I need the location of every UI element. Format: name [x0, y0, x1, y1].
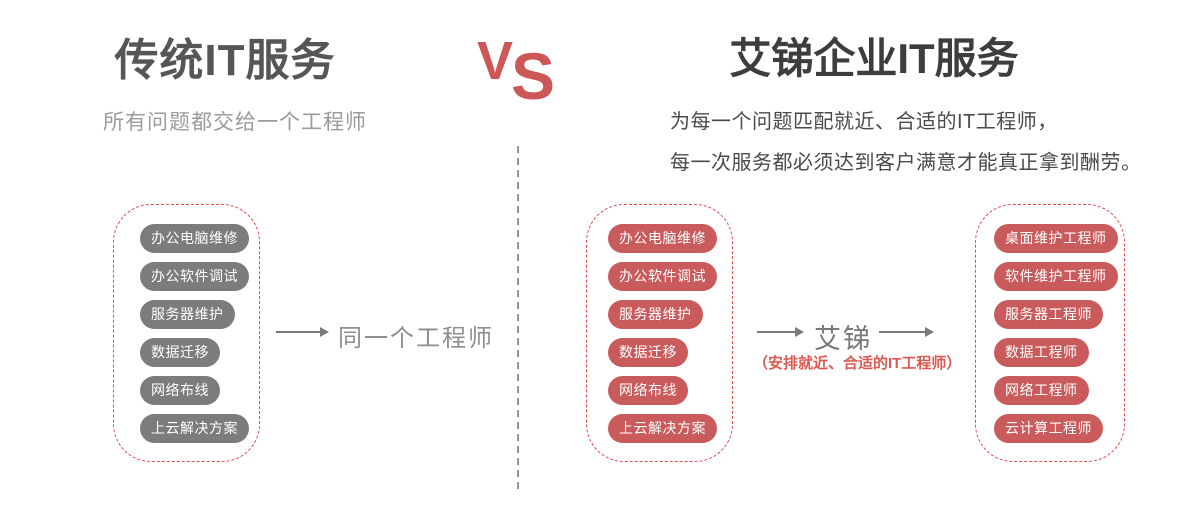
service-pill: 办公软件调试 [140, 262, 249, 291]
service-pill: 办公软件调试 [608, 262, 717, 291]
service-pill: 办公电脑维修 [608, 224, 717, 253]
aiti-services-box: 办公电脑维修 办公软件调试 服务器维护 数据迁移 网络布线 上云解决方案 [586, 204, 733, 462]
engineer-pill: 软件维护工程师 [994, 262, 1118, 291]
engineer-pill: 网络工程师 [994, 376, 1089, 405]
service-pill: 上云解决方案 [608, 414, 717, 443]
service-pill: 办公电脑维修 [140, 224, 249, 253]
broker-note: （安排就近、合适的IT工程师） [753, 355, 962, 372]
engineer-pill: 服务器工程师 [994, 300, 1103, 329]
right-arrow-icon [276, 327, 329, 337]
traditional-section-title: 传统IT服务 [114, 36, 336, 85]
service-pill: 数据迁移 [608, 338, 688, 367]
service-pill: 数据迁移 [140, 338, 220, 367]
aiti-subtitle-line2: 每一次服务都必须达到客户满意才能真正拿到酬劳。 [670, 152, 1142, 174]
section-divider [517, 146, 519, 490]
aiti-section-title: 艾锑企业IT服务 [729, 35, 1019, 82]
engineers-box: 桌面维护工程师 软件维护工程师 服务器工程师 数据工程师 网络工程师 云计算工程… [975, 204, 1125, 462]
vs-letter-v: V [477, 31, 514, 91]
traditional-services-box: 办公电脑维修 办公软件调试 服务器维护 数据迁移 网络布线 上云解决方案 [113, 204, 260, 462]
engineer-pill: 云计算工程师 [994, 414, 1103, 443]
engineer-pill: 桌面维护工程师 [994, 224, 1118, 253]
traditional-result-label: 同一个工程师 [338, 325, 494, 352]
service-pill: 服务器维护 [140, 300, 235, 329]
aiti-subtitle-line1: 为每一个问题匹配就近、合适的IT工程师， [670, 111, 1058, 133]
service-pill: 网络布线 [608, 376, 688, 405]
service-pill: 网络布线 [140, 376, 220, 405]
right-arrow-icon [879, 327, 934, 337]
engineer-pill: 数据工程师 [994, 338, 1089, 367]
vs-letter-s: S [511, 39, 556, 113]
service-pill: 服务器维护 [608, 300, 703, 329]
broker-label: 艾锑 [814, 324, 872, 354]
traditional-subtitle: 所有问题都交给一个工程师 [103, 111, 367, 134]
aiti-subtitle: 为每一个问题匹配就近、合适的IT工程师， 每一次服务都必须达到客户满意才能真正拿… [670, 102, 1142, 184]
right-arrow-icon [757, 327, 804, 337]
vs-badge: VS [477, 34, 555, 109]
service-pill: 上云解决方案 [140, 414, 249, 443]
